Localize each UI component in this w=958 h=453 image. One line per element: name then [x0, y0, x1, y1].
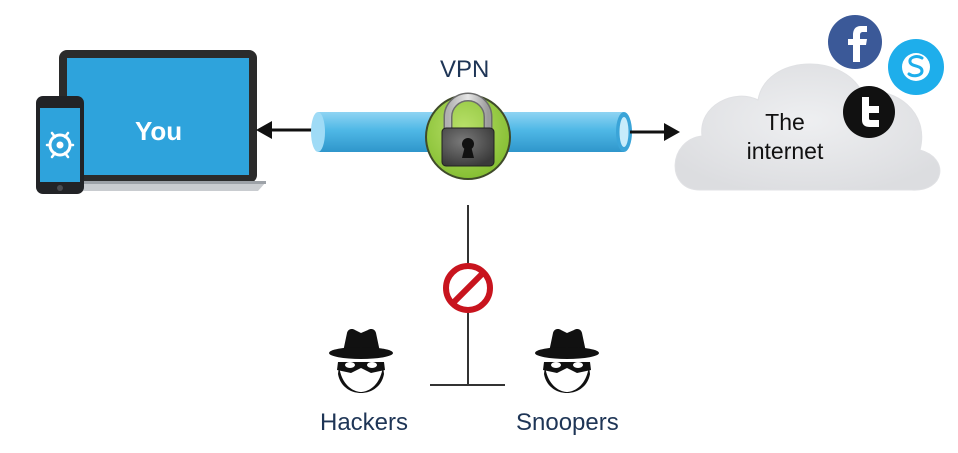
padlock-icon — [425, 92, 511, 180]
you-label: You — [135, 116, 183, 146]
spy-icon — [329, 329, 393, 393]
twitter-icon — [843, 86, 895, 138]
snoopers-label: Snoopers — [516, 409, 619, 436]
no-entry-icon — [443, 263, 493, 313]
app-logo-icon — [45, 131, 75, 159]
smartphone-icon — [36, 96, 84, 194]
arrow-to-internet — [630, 123, 680, 141]
vpn-label: VPN — [440, 56, 490, 83]
facebook-icon — [828, 15, 882, 69]
arrow-to-you — [256, 121, 318, 139]
skype-icon — [888, 39, 944, 95]
internet-label: The internet — [746, 109, 824, 164]
laptop-icon — [40, 50, 266, 191]
spy-icon — [535, 329, 599, 393]
hackers-label: Hackers — [320, 409, 409, 436]
